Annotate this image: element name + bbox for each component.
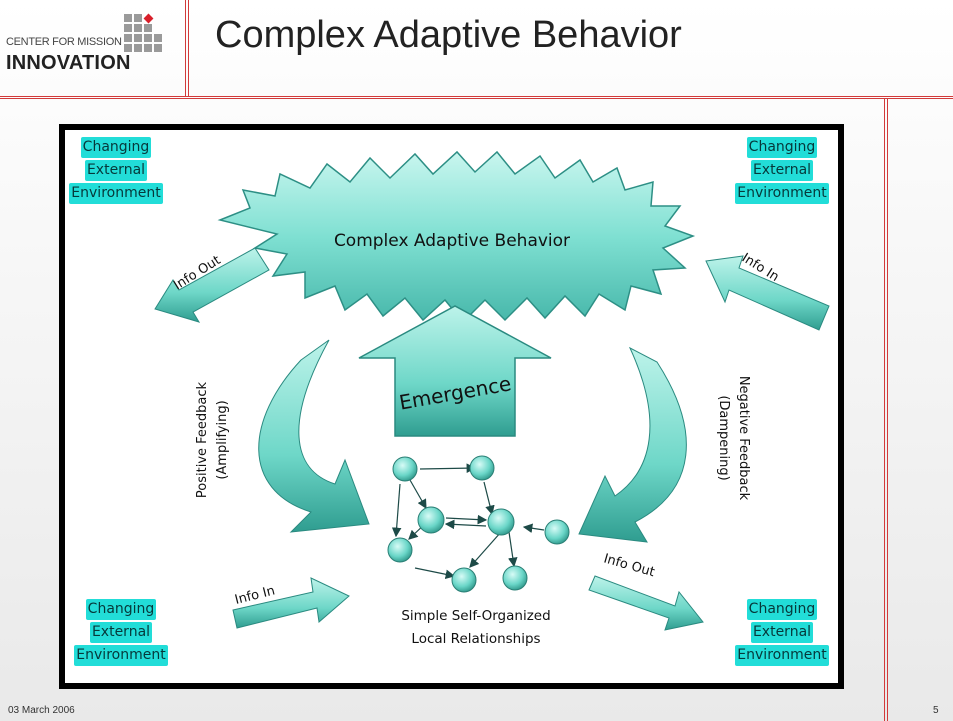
env-text: Changing bbox=[746, 137, 818, 158]
footer-date: 03 March 2006 bbox=[8, 705, 75, 716]
logo: CENTER FOR MISSION INNOVATION bbox=[6, 13, 178, 88]
diagram-frame: Complex Adaptive Behavior Emergence Info… bbox=[59, 124, 844, 689]
header-rule-2 bbox=[0, 98, 953, 99]
network-node bbox=[502, 565, 528, 591]
env-text: Environment bbox=[74, 645, 168, 666]
env-text: External bbox=[84, 160, 148, 181]
info-in-top-arrow bbox=[705, 255, 830, 331]
network-node bbox=[487, 508, 515, 536]
logo-divider-2 bbox=[188, 0, 189, 97]
diagram-graphics: Complex Adaptive Behavior Emergence Info… bbox=[154, 150, 830, 647]
network-node bbox=[417, 506, 445, 534]
network-edges bbox=[391, 463, 545, 580]
header-rule bbox=[0, 96, 953, 97]
info-out-bottom-arrow bbox=[588, 575, 704, 631]
page-number: 5 bbox=[933, 705, 939, 716]
cloud-label: Complex Adaptive Behavior bbox=[334, 231, 570, 251]
env-text: Environment bbox=[735, 183, 829, 204]
env-box-bottom-right: Changing External Environment bbox=[732, 598, 832, 667]
env-box-top-left: Changing External Environment bbox=[66, 136, 166, 205]
network-node bbox=[469, 455, 495, 481]
logo-diamond-icon bbox=[143, 13, 154, 24]
env-text: External bbox=[750, 160, 814, 181]
emergence-arrow bbox=[358, 305, 552, 437]
behavior-cloud bbox=[217, 150, 696, 324]
network-caption-line2: Local Relationships bbox=[411, 631, 540, 647]
logo-line1: CENTER FOR MISSION bbox=[6, 36, 122, 48]
network-caption-line1: Simple Self-Organized bbox=[401, 608, 550, 624]
env-text: Changing bbox=[746, 599, 818, 620]
margin-rule-2 bbox=[887, 99, 888, 721]
info-out-top-arrow bbox=[154, 247, 270, 323]
network-node bbox=[387, 537, 413, 563]
logo-line2: INNOVATION bbox=[6, 52, 131, 74]
diagram-canvas: Complex Adaptive Behavior Emergence Info… bbox=[65, 130, 838, 683]
negative-feedback-sublabel: (Dampening) bbox=[716, 395, 731, 480]
negative-feedback-arrow bbox=[578, 346, 687, 543]
logo-divider bbox=[185, 0, 186, 97]
logo-grid-icon bbox=[124, 13, 164, 52]
negative-feedback-label: Negative Feedback bbox=[736, 376, 751, 501]
env-box-top-right: Changing External Environment bbox=[732, 136, 832, 205]
network-nodes bbox=[387, 455, 570, 593]
positive-feedback-arrow bbox=[258, 339, 370, 533]
network-node bbox=[451, 567, 477, 593]
env-text: External bbox=[89, 622, 153, 643]
margin-rule bbox=[884, 99, 885, 721]
env-text: Environment bbox=[69, 183, 163, 204]
env-text: Changing bbox=[85, 599, 157, 620]
env-box-bottom-left: Changing External Environment bbox=[71, 598, 171, 667]
env-text: Environment bbox=[735, 645, 829, 666]
slide-title: Complex Adaptive Behavior bbox=[215, 14, 682, 56]
env-text: External bbox=[750, 622, 814, 643]
network-node bbox=[392, 456, 418, 482]
positive-feedback-label: Positive Feedback bbox=[195, 381, 210, 498]
env-text: Changing bbox=[80, 137, 152, 158]
network-node bbox=[544, 519, 570, 545]
info-in-bottom-arrow bbox=[232, 577, 350, 629]
positive-feedback-sublabel: (Amplifying) bbox=[215, 400, 230, 479]
info-out-bottom-label: Info Out bbox=[602, 551, 656, 580]
